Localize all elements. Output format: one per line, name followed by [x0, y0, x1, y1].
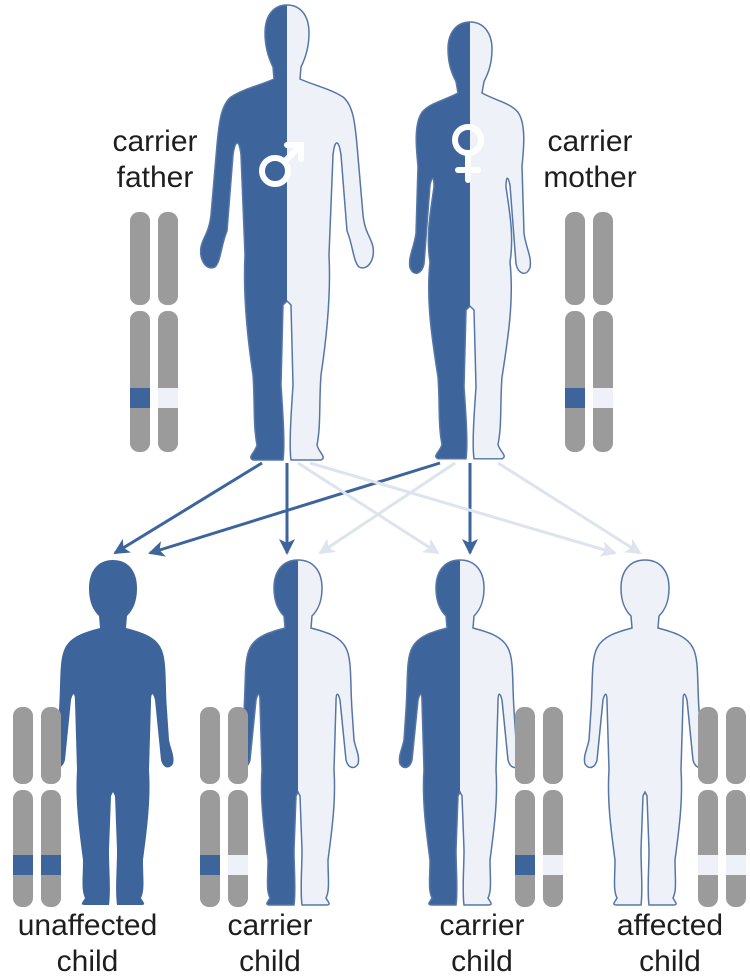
chromosome-arm-upper [200, 707, 220, 784]
gene-band-dominant [130, 388, 150, 408]
chromosome-arm-lower [698, 790, 718, 907]
child-1-label-line1: unaffected [17, 909, 158, 942]
chromosome [200, 707, 220, 907]
chromosome-arm-lower [726, 790, 746, 907]
chromosome-pair-mother [565, 212, 613, 452]
chromosome-arm-upper [13, 707, 33, 784]
mother-figure [408, 21, 532, 460]
chromosome-arm-lower [130, 311, 150, 452]
mother-label-line1: carrier [547, 125, 633, 158]
gene-band-recessive [228, 855, 248, 875]
arrow-mother-to-child-1 [148, 461, 441, 557]
chromosome-arm-upper [565, 212, 585, 305]
child-1-label: unaffected child [0, 908, 175, 980]
child-4-label: affected child [595, 908, 745, 980]
mother-label-line2: mother [543, 161, 637, 194]
gene-band-recessive [698, 855, 718, 875]
chromosome-arm-lower [565, 311, 585, 452]
chromosome-arm-lower [200, 790, 220, 907]
father-label-line1: carrier [112, 125, 198, 158]
chromosome-arm-lower [158, 311, 178, 452]
gene-band-recessive [158, 388, 178, 408]
chromosome-arm-lower [13, 790, 33, 907]
mother-label: carrier mother [530, 124, 650, 196]
chromosome-arm-lower [593, 311, 613, 452]
gene-band-recessive [726, 855, 746, 875]
male-symbol-icon [259, 142, 304, 187]
gene-band-dominant [200, 855, 220, 875]
chromosome [13, 707, 33, 907]
chromosome-pair-child-4 [698, 707, 746, 907]
chromosome-pair-child-2 [200, 707, 248, 907]
chromosome-arm-lower [228, 790, 248, 907]
arrow-father-to-child-1 [113, 461, 263, 555]
child-2-label-line1: carrier [227, 909, 313, 942]
arrow-mother-to-child-2 [318, 461, 456, 555]
chromosome-pair-child-3 [515, 707, 563, 907]
father-label-line2: father [116, 161, 194, 194]
chromosome-arm-upper [698, 707, 718, 784]
chromosome [593, 212, 613, 452]
chromosome-arm-upper [515, 707, 535, 784]
child-3-label-line2: child [451, 945, 513, 978]
chromosome [726, 707, 746, 907]
child-figure-carrier-1 [236, 559, 360, 906]
inheritance-arrows [113, 461, 642, 557]
father-label: carrier father [95, 124, 215, 196]
chromosome-arm-upper [726, 707, 746, 784]
chromosome [543, 707, 563, 907]
father-figure [199, 4, 375, 461]
child-1-label-line2: child [56, 945, 119, 978]
arrow-father-to-child-3 [297, 461, 440, 555]
chromosome [41, 707, 61, 907]
chromosome-pair-father [130, 212, 178, 452]
child-3-label: carrier child [422, 908, 542, 980]
female-symbol-icon [452, 124, 484, 183]
chromosome [515, 707, 535, 907]
chromosome [130, 212, 150, 452]
gene-band-recessive [593, 388, 613, 408]
chromosome [698, 707, 718, 907]
gene-band-dominant [13, 855, 33, 875]
child-3-label-line1: carrier [439, 909, 525, 942]
child-4-label-line1: affected [616, 909, 724, 942]
gene-band-dominant [565, 388, 585, 408]
child-2-label: carrier child [210, 908, 330, 980]
chromosome [565, 212, 585, 452]
child-figure-affected [583, 559, 707, 906]
chromosome-pairs [13, 212, 746, 907]
chromosome [228, 707, 248, 907]
arrow-mother-to-child-4 [497, 461, 642, 555]
chromosome-arm-upper [593, 212, 613, 305]
chromosome-arm-upper [41, 707, 61, 784]
chromosome-arm-upper [158, 212, 178, 305]
chromosome-arm-lower [515, 790, 535, 907]
arrow-father-to-child-4 [309, 461, 617, 557]
chromosome-arm-upper [130, 212, 150, 305]
chromosome [158, 212, 178, 452]
gene-band-dominant [41, 855, 61, 875]
chromosome-arm-upper [228, 707, 248, 784]
chromosome-arm-lower [41, 790, 61, 907]
child-4-label-line2: child [639, 945, 701, 978]
gene-band-dominant [515, 855, 535, 875]
chromosome-arm-lower [543, 790, 563, 907]
child-2-label-line2: child [239, 945, 301, 978]
gene-band-recessive [543, 855, 563, 875]
chromosome-arm-upper [543, 707, 563, 784]
chromosome-pair-child-1 [13, 707, 61, 907]
child-figure-unaffected [52, 560, 174, 905]
child-figure-carrier-2 [398, 559, 522, 906]
